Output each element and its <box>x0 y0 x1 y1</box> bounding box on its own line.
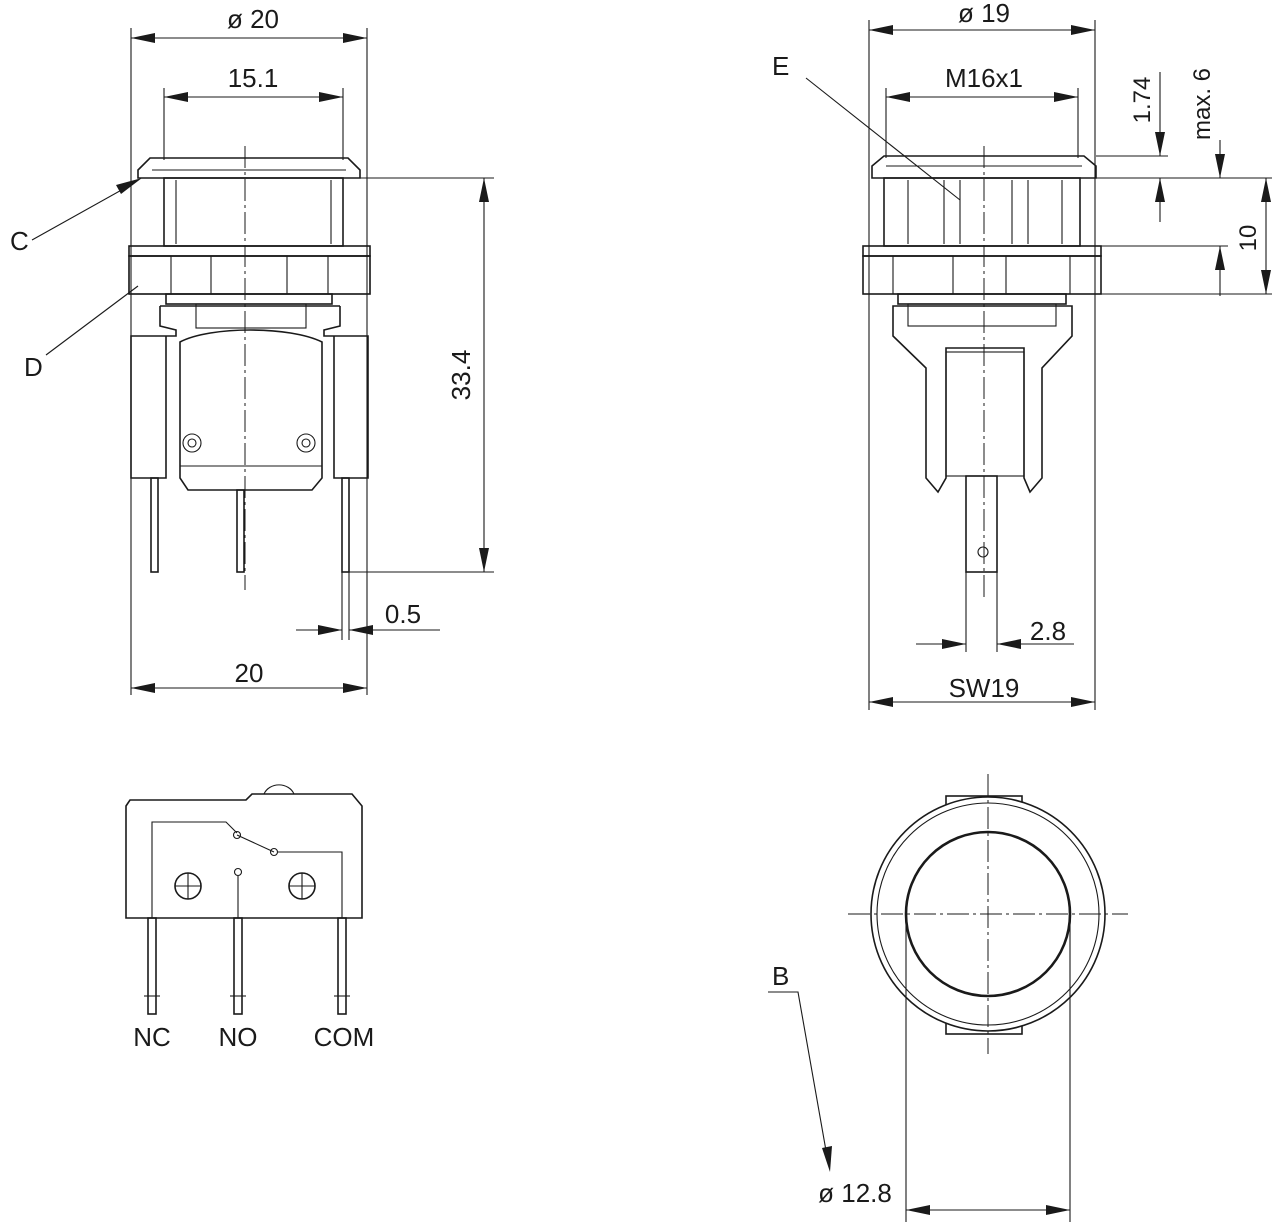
dim-outer-diameter: ø 20 <box>227 4 279 34</box>
dim-thread: M16x1 <box>945 63 1023 93</box>
dim-outer-diameter-side: ø 19 <box>958 0 1010 28</box>
switch-schematic: NC NO COM <box>125 784 375 1052</box>
dim-height: 33.4 <box>446 350 476 401</box>
dim-wrench: SW19 <box>949 673 1020 703</box>
dim-nut-height: 10 <box>1235 225 1262 252</box>
dim-cap-width: 15.1 <box>228 63 279 93</box>
callout-d: D <box>24 352 43 382</box>
dim-pin-width: 2.8 <box>1030 616 1066 646</box>
callout-b: B <box>772 961 789 991</box>
terminal-nc: NC <box>133 1022 171 1052</box>
dim-cap-thickness: 1.74 <box>1129 77 1156 124</box>
callout-e: E <box>772 51 789 81</box>
side-view: ø 19 M16x1 <box>772 0 1272 710</box>
callout-c: C <box>10 226 29 256</box>
dim-max-panel: max. 6 <box>1189 68 1216 140</box>
top-view: ø 12.8 B <box>768 774 1128 1222</box>
terminal-no: NO <box>219 1022 258 1052</box>
terminal-com: COM <box>314 1022 375 1052</box>
dim-pin-thickness: 0.5 <box>385 599 421 629</box>
front-view: ø 20 15.1 <box>10 4 494 695</box>
dim-body-width: 20 <box>235 658 264 688</box>
dim-button-diameter: ø 12.8 <box>818 1178 892 1208</box>
